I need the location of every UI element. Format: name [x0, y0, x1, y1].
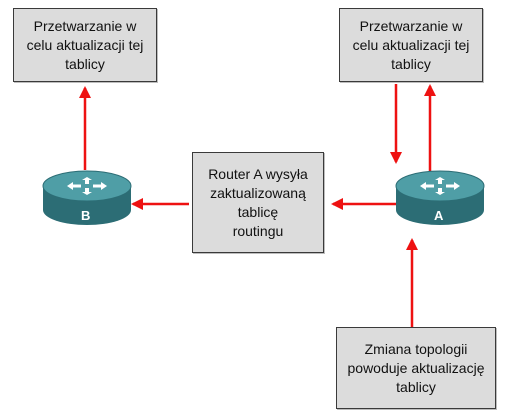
topology-change-line-3: tablicy — [396, 378, 436, 395]
router-sends-line-2: zaktualizowaną — [210, 184, 306, 201]
router-b-label: B — [81, 208, 90, 223]
process-left-line-1: Przetwarzanie w — [33, 17, 137, 34]
process-right-line-1: Przetwarzanie w — [359, 17, 463, 34]
topology-change-line-2: powoduje aktualizację — [347, 359, 485, 376]
process-right-line-3: tablicy — [391, 55, 431, 72]
router-a-icon: A — [395, 170, 485, 225]
process-right-box: Przetwarzanie w celu aktualizacji tej ta… — [339, 8, 483, 82]
topology-change-line-1: Zmiana topologii — [364, 340, 468, 357]
router-a-label: A — [434, 208, 444, 223]
process-left-box: Przetwarzanie w celu aktualizacji tej ta… — [13, 8, 157, 82]
router-sends-box: Router A wysyła zaktualizowaną tablicę r… — [192, 152, 324, 253]
process-left-line-3: tablicy — [65, 55, 105, 72]
router-b-icon: B — [42, 170, 132, 225]
router-sends-line-1: Router A wysyła — [208, 165, 308, 182]
router-sends-line-3: tablicę — [237, 203, 279, 220]
process-right-line-2: celu aktualizacji tej — [352, 36, 470, 53]
router-sends-line-4: routingu — [232, 222, 284, 239]
topology-change-box: Zmiana topologii powoduje aktualizację t… — [336, 327, 496, 409]
process-left-line-2: celu aktualizacji tej — [26, 36, 144, 53]
